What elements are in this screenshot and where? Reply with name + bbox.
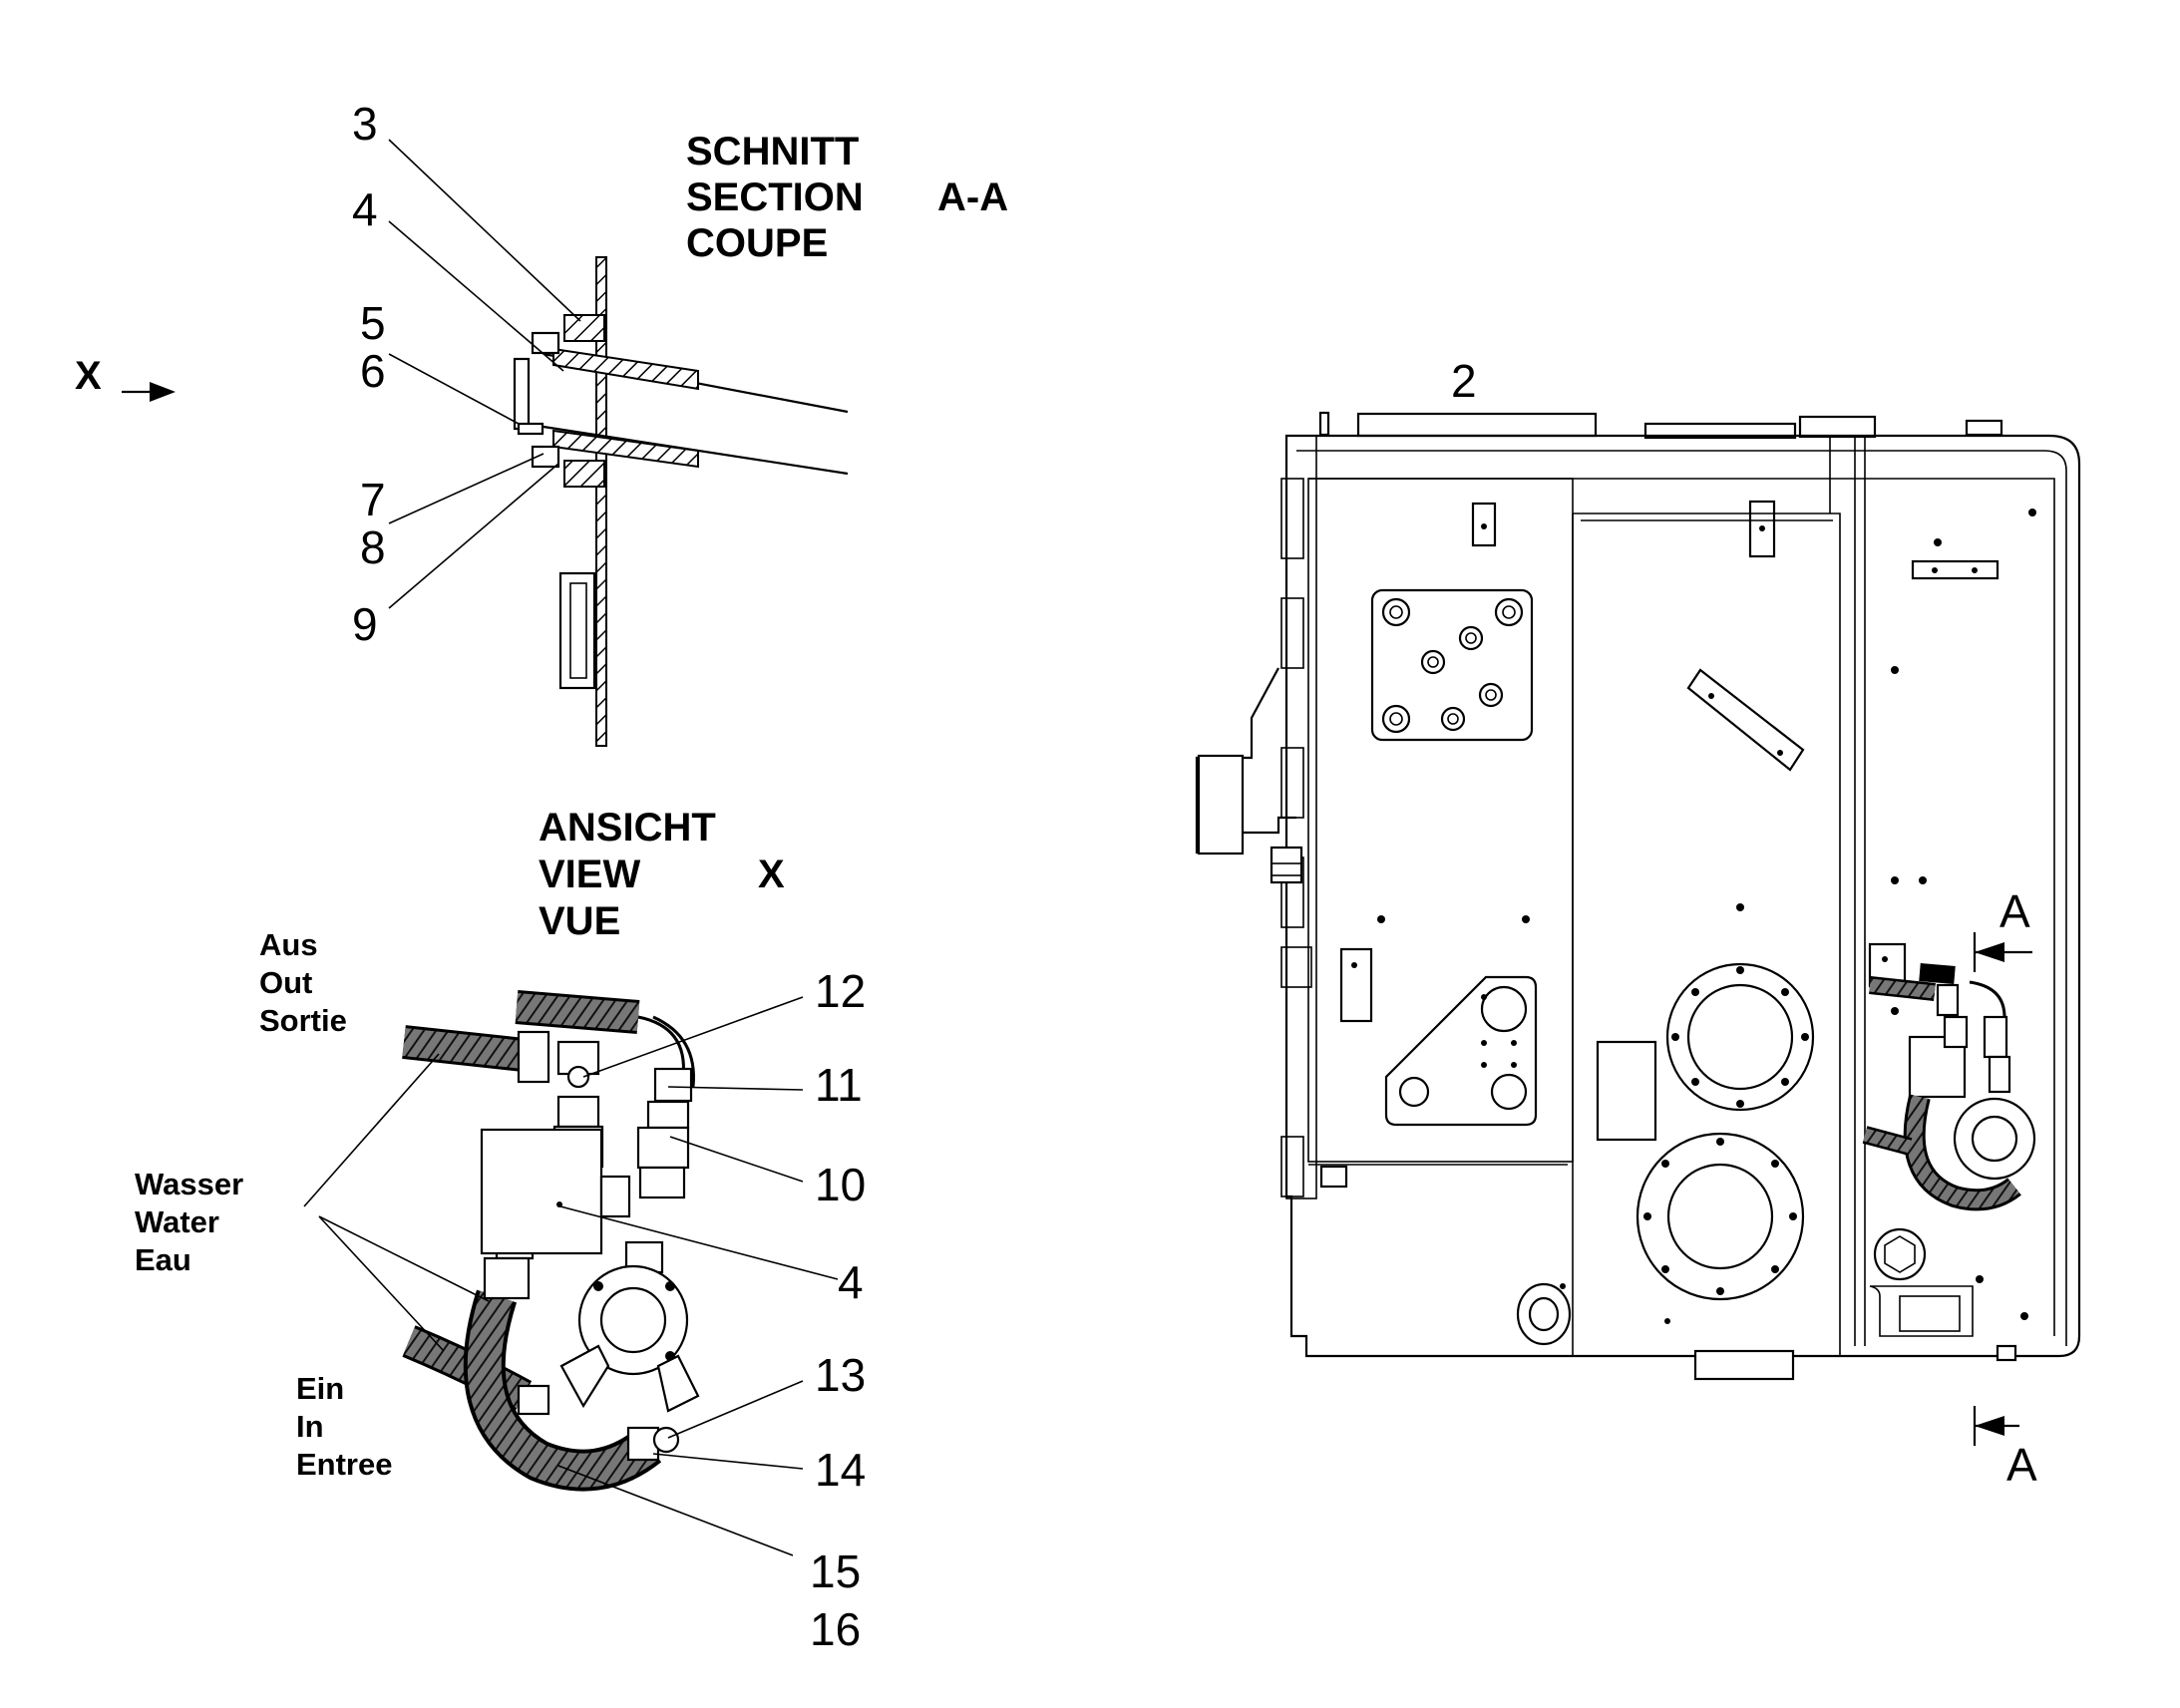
section-id: A-A xyxy=(937,175,1008,219)
lower-port xyxy=(1635,1132,1805,1301)
callout-10: 10 xyxy=(815,1159,866,1210)
callout-7: 7 xyxy=(360,474,386,525)
section-leaders xyxy=(388,139,581,609)
flow-meter xyxy=(559,1264,700,1413)
outlet-label-2: Out xyxy=(259,965,312,1000)
callout-5: 5 xyxy=(360,297,386,349)
callout-9: 9 xyxy=(352,598,378,650)
section-heading-line-2: SECTION xyxy=(686,175,864,219)
callout-4-view: 4 xyxy=(838,1256,864,1308)
water-label-3: Eau xyxy=(135,1242,191,1277)
wall-plate xyxy=(558,256,607,747)
inlet-label-1: Ein xyxy=(296,1371,344,1406)
plate-bolts xyxy=(1381,597,1524,734)
callout-4: 4 xyxy=(352,183,378,235)
pipe-section xyxy=(513,314,849,488)
hose-inlet xyxy=(402,1289,662,1492)
outlet-label-3: Sortie xyxy=(259,1003,347,1038)
inlet-label-3: Entree xyxy=(296,1447,392,1482)
outlet-label-1: Aus xyxy=(259,927,318,962)
callout-16: 16 xyxy=(810,1603,861,1655)
callout-12: 12 xyxy=(815,965,866,1017)
view-heading-line-2: VIEW xyxy=(539,853,640,896)
inlet-label-2: In xyxy=(296,1409,324,1444)
view-heading-line-3: VUE xyxy=(539,899,620,943)
section-label-bottom: A xyxy=(2006,1439,2037,1491)
view-heading-line-1: ANSICHT xyxy=(539,806,716,850)
section-marker-bottom: A xyxy=(1973,1406,2037,1491)
callout-14: 14 xyxy=(815,1444,866,1496)
section-heading-line-1: SCHNITT xyxy=(686,130,859,173)
callout-8: 8 xyxy=(360,521,386,573)
water-label-1: Wasser xyxy=(135,1167,243,1201)
hose-outlet xyxy=(402,990,640,1072)
view-x-marker: X xyxy=(75,354,102,398)
mini-hose-assembly xyxy=(1862,963,2036,1211)
main-unit-view: 2 xyxy=(1195,355,2081,1491)
view-leaders xyxy=(303,996,839,1556)
valve-block xyxy=(480,1128,631,1255)
view-direction-arrow xyxy=(122,382,176,402)
callout-11: 11 xyxy=(815,1059,863,1111)
callout-6: 6 xyxy=(360,345,386,397)
callout-2: 2 xyxy=(1451,355,1477,407)
callout-13: 13 xyxy=(815,1349,866,1401)
view-id: X xyxy=(758,853,785,896)
section-label-top: A xyxy=(1999,885,2030,937)
section-heading-line-3: COUPE xyxy=(686,221,828,265)
section-marker-top: A xyxy=(1973,885,2032,972)
upper-port xyxy=(1665,962,1815,1112)
callout-3: 3 xyxy=(352,98,378,150)
water-label-2: Water xyxy=(135,1204,219,1239)
section-a-a: SCHNITT SECTION COUPE A-A X xyxy=(75,98,1008,747)
view-x: ANSICHT VIEW VUE X Aus Out Sortie Wasser… xyxy=(135,806,866,1655)
callout-15: 15 xyxy=(810,1545,861,1597)
